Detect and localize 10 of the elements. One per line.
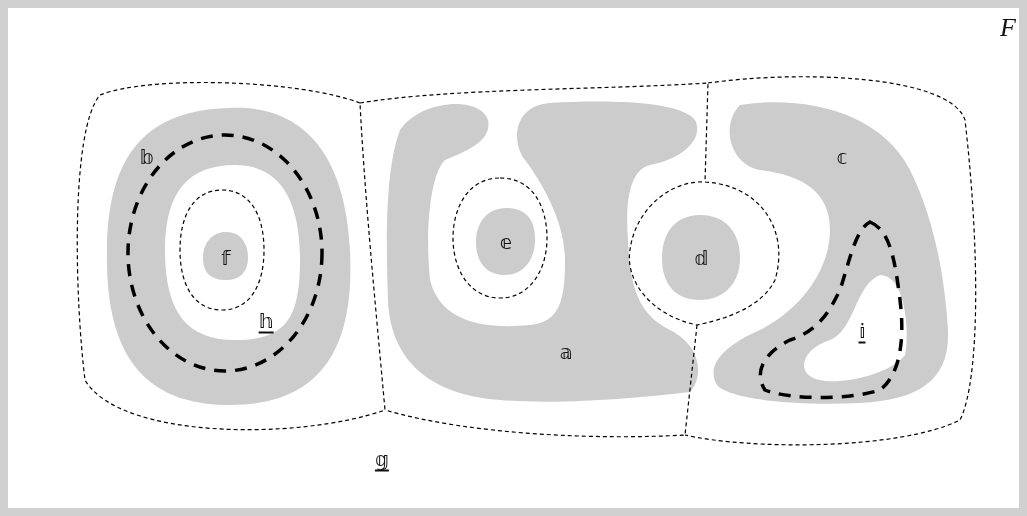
region-label: 𝕗 <box>221 248 231 268</box>
curve-label: 𝕚 <box>858 320 866 344</box>
region-label: 𝕕 <box>693 248 709 268</box>
curve-label: 𝕘 <box>374 448 390 472</box>
curve-label: 𝕙 <box>258 310 274 334</box>
region-label: 𝕓 <box>139 147 155 167</box>
region-label: 𝕔 <box>836 147 848 167</box>
figure-letter: F <box>1000 15 1016 41</box>
region-label: 𝕖 <box>499 232 513 252</box>
region-label: 𝕒 <box>559 342 573 362</box>
